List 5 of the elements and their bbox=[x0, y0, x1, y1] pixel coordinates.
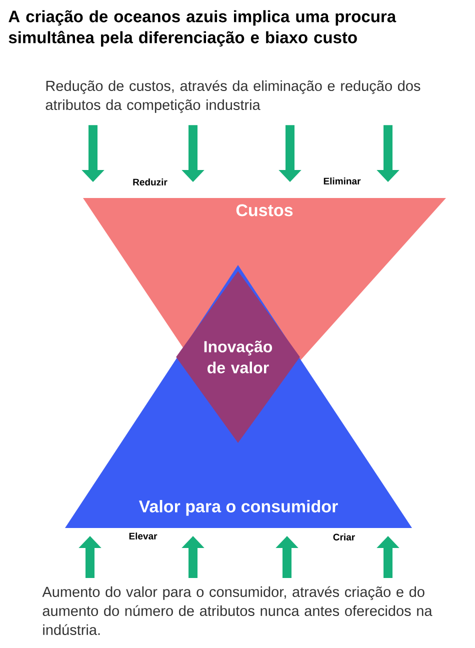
description-text: Redução de custos, através da eliminação e redução dos atributos da competição industria bbox=[46, 80, 420, 113]
description-text: Aumento do valor para o consumidor, através criação e do aumento do número de atributos nunca antes oferecidos na indústria. bbox=[42, 586, 432, 636]
title: A criação de oceanos azuis implica uma procura simultânea pela diferenciação e biaxo custo bbox=[8, 10, 396, 47]
arrow-label: Eliminar bbox=[324, 178, 361, 184]
arrow-label: Reduzir bbox=[133, 178, 168, 186]
